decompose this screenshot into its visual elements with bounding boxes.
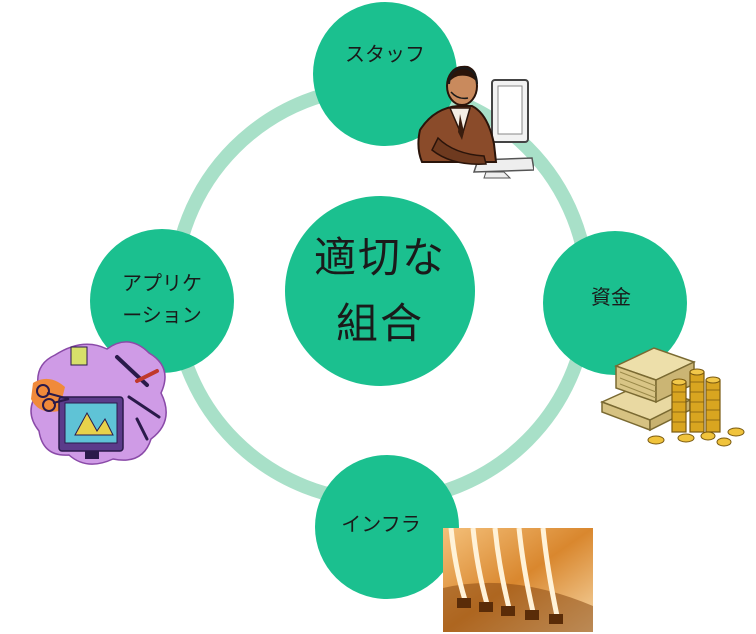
node-staff-label: スタッフ: [345, 42, 425, 66]
node-infra: インフラ: [315, 455, 459, 599]
node-funds-label: 資金: [591, 285, 631, 309]
center-label: 適切な 組合: [313, 233, 446, 348]
node-application-label: アプリケ ーション: [122, 271, 202, 327]
money-coins-icon: [600, 347, 745, 447]
network-cables-photo: [443, 528, 593, 632]
node-infra-label: インフラ: [341, 512, 421, 536]
businessman-at-computer-icon: [417, 65, 534, 179]
graphics-tools-icon: [30, 341, 167, 465]
center-node: 適切な 組合: [285, 196, 475, 386]
